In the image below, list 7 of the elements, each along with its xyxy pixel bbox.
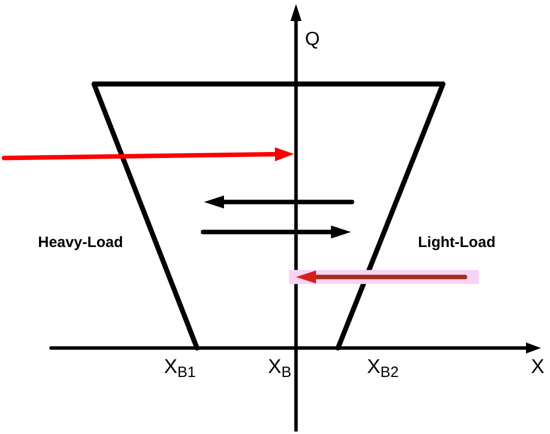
tick-label: X$_{B}$	[268, 357, 292, 383]
axis-label: X	[531, 357, 544, 377]
region-label: Light-Load	[418, 235, 496, 250]
axis-label: Q	[305, 30, 320, 49]
tick-label: X$_{B2}$	[367, 357, 399, 383]
tick-label: X$_{B1}$	[164, 357, 196, 383]
region-label: Heavy-Load	[38, 235, 124, 250]
